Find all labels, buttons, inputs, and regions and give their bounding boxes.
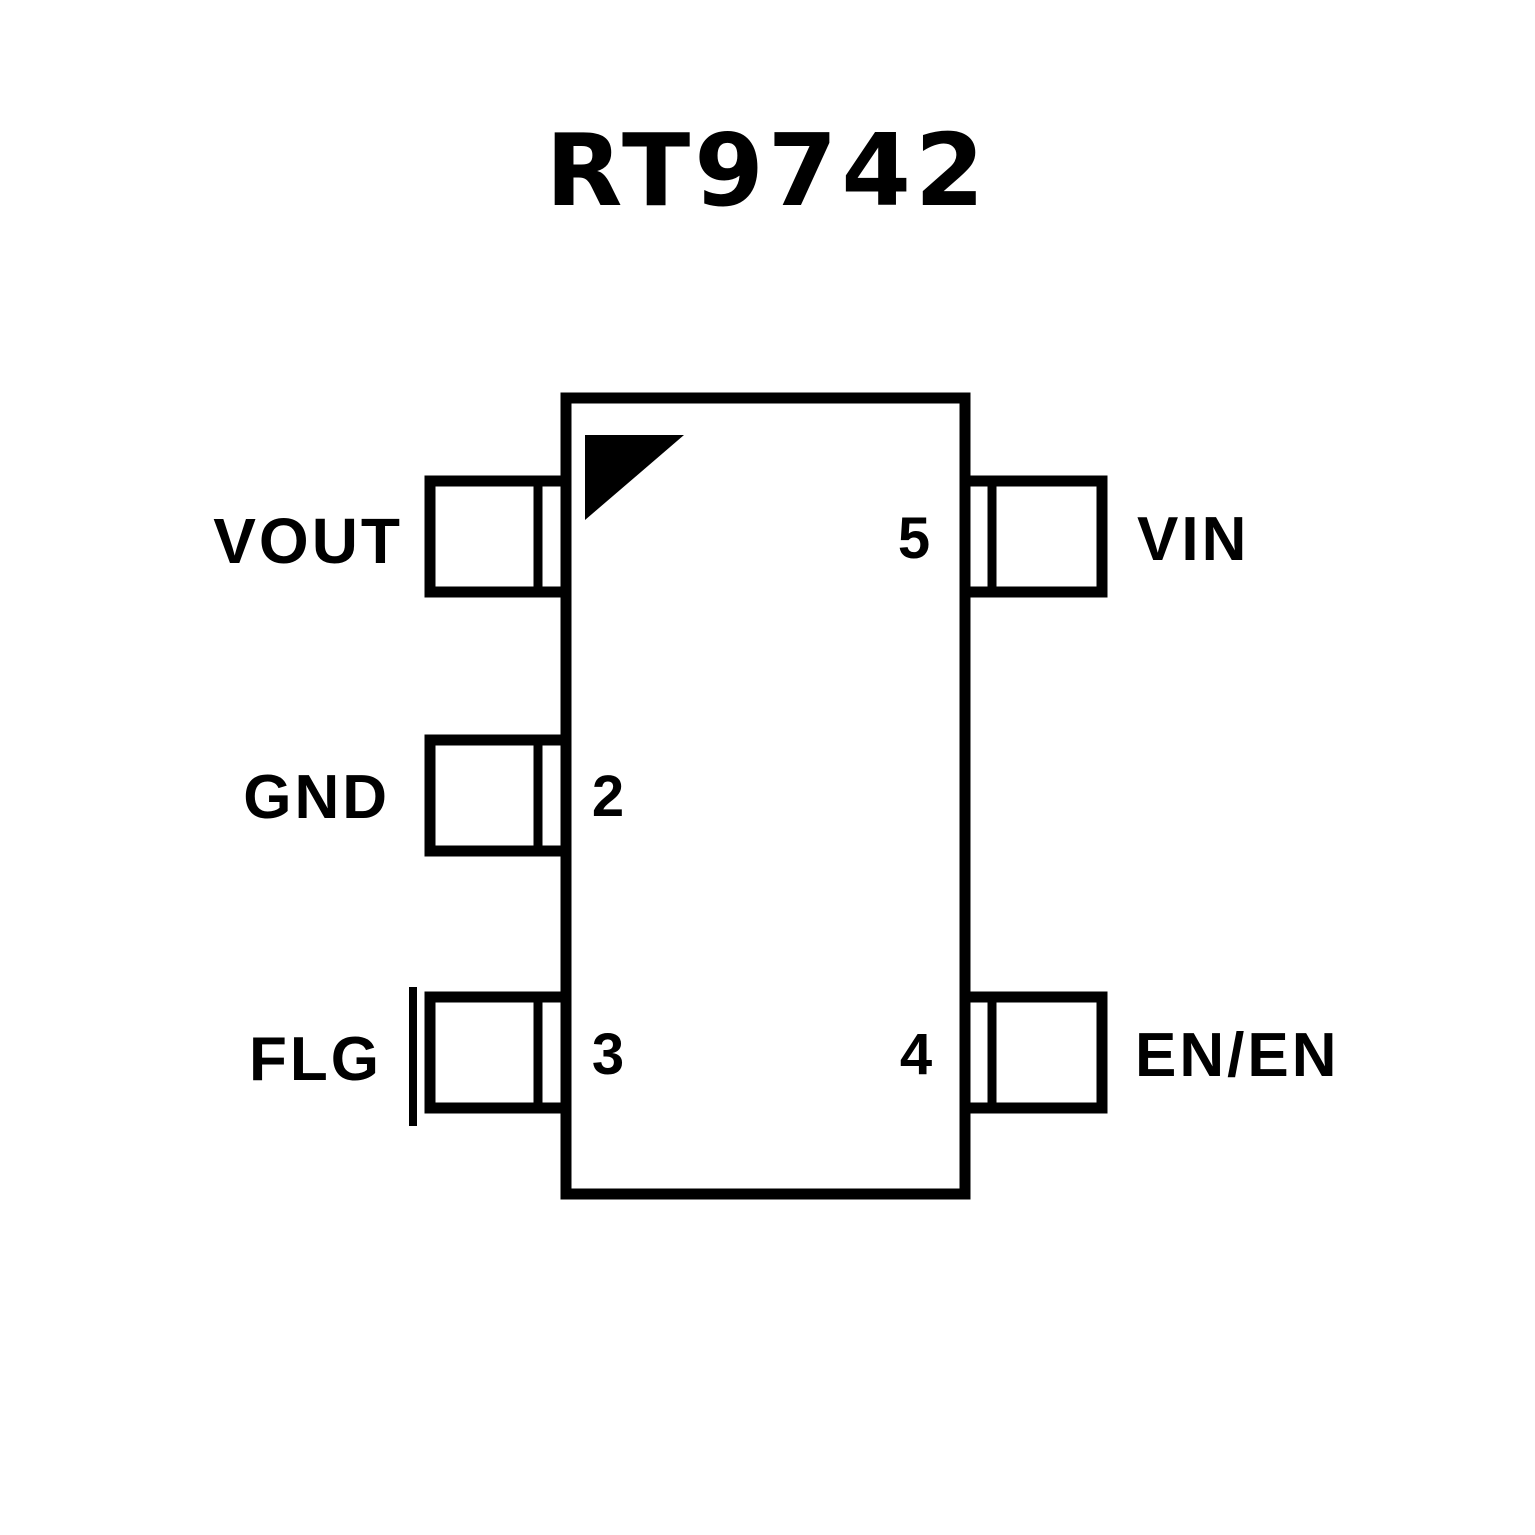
- pin-3-pad: [409, 987, 572, 1126]
- pin-1-name: VOUT: [213, 505, 403, 577]
- pin-3-number: 3: [592, 1022, 624, 1087]
- pin-4-pad: [959, 991, 1108, 1114]
- pin-3-name: FLG: [249, 1025, 382, 1094]
- pin-2-number: 2: [592, 764, 624, 829]
- pin-5-number: 5: [898, 506, 930, 571]
- pin-5-pad: [959, 475, 1108, 598]
- chip-title: RT9742: [545, 112, 988, 229]
- pin-2-name: GND: [243, 763, 390, 832]
- pin-4-number: 4: [900, 1022, 932, 1087]
- pin-1-pad: [424, 475, 572, 598]
- pin-2-pad: [424, 734, 572, 857]
- pin-4-name: EN/EN: [1135, 1021, 1339, 1090]
- pin1-marker-icon: [585, 435, 684, 520]
- pin-5-name: VIN: [1137, 505, 1249, 574]
